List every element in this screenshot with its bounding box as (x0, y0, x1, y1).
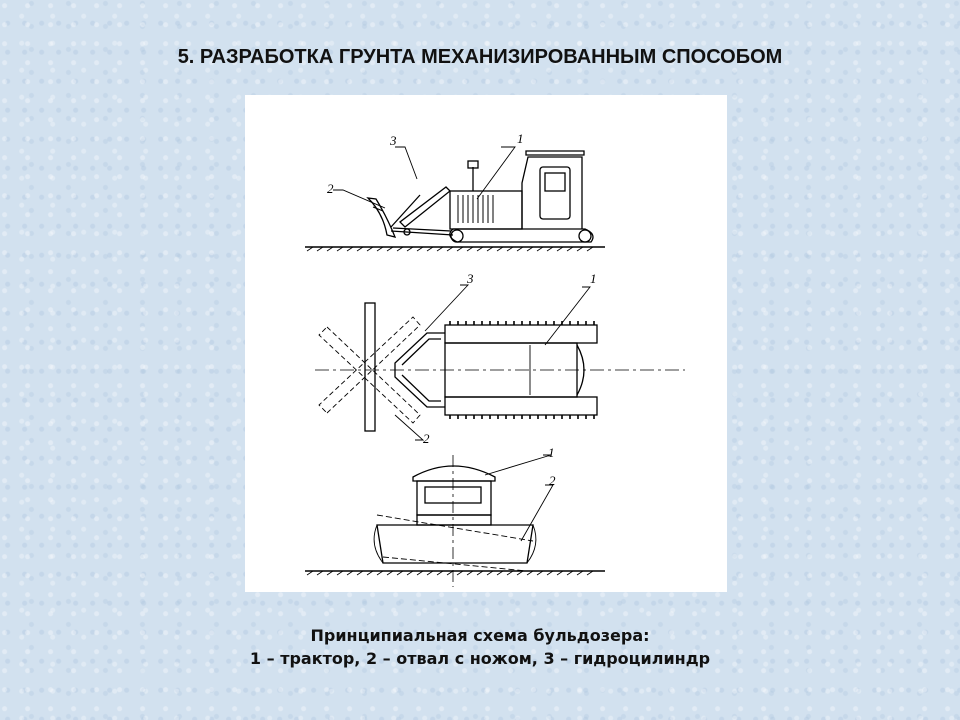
side-view-label-3: 3 (389, 133, 397, 148)
top-view-label-3: 3 (466, 271, 474, 286)
top-track-upper (444, 321, 598, 344)
hydraulic-cylinder (390, 186, 451, 236)
caption-legend: 1 – трактор, 2 – отвал с ножом, 3 – гидр… (249, 649, 711, 668)
front-blade (376, 524, 534, 564)
top-push-arms (394, 332, 445, 408)
front-view-label-1: 1 (548, 445, 555, 460)
caption-heading: Принципиальная схема бульдозера: (310, 626, 650, 645)
tractor (449, 150, 585, 230)
blade (366, 197, 397, 238)
top-tractor-body (444, 342, 578, 398)
front-view-label-2: 2 (549, 473, 556, 488)
bulldozer-diagram: 1 3 2 (245, 95, 727, 592)
top-track-lower (444, 396, 598, 419)
top-view: 1 3 2 (315, 271, 685, 446)
top-blade (364, 302, 376, 432)
push-arm (390, 227, 454, 236)
side-view: 1 3 2 (305, 131, 605, 252)
figure-caption: Принципиальная схема бульдозера: 1 – тра… (0, 624, 960, 670)
slide-title: 5. РАЗРАБОТКА ГРУНТА МЕХАНИЗИРОВАННЫМ СП… (177, 46, 783, 68)
front-cab (412, 465, 496, 526)
top-view-label-1: 1 (590, 271, 597, 286)
front-ground (305, 570, 605, 576)
top-view-label-2: 2 (423, 431, 430, 446)
side-view-label-1: 1 (517, 131, 524, 146)
ground-line (305, 246, 605, 252)
front-view: 1 2 (305, 445, 605, 587)
crawler-track (449, 228, 594, 243)
side-view-label-2: 2 (327, 181, 334, 196)
